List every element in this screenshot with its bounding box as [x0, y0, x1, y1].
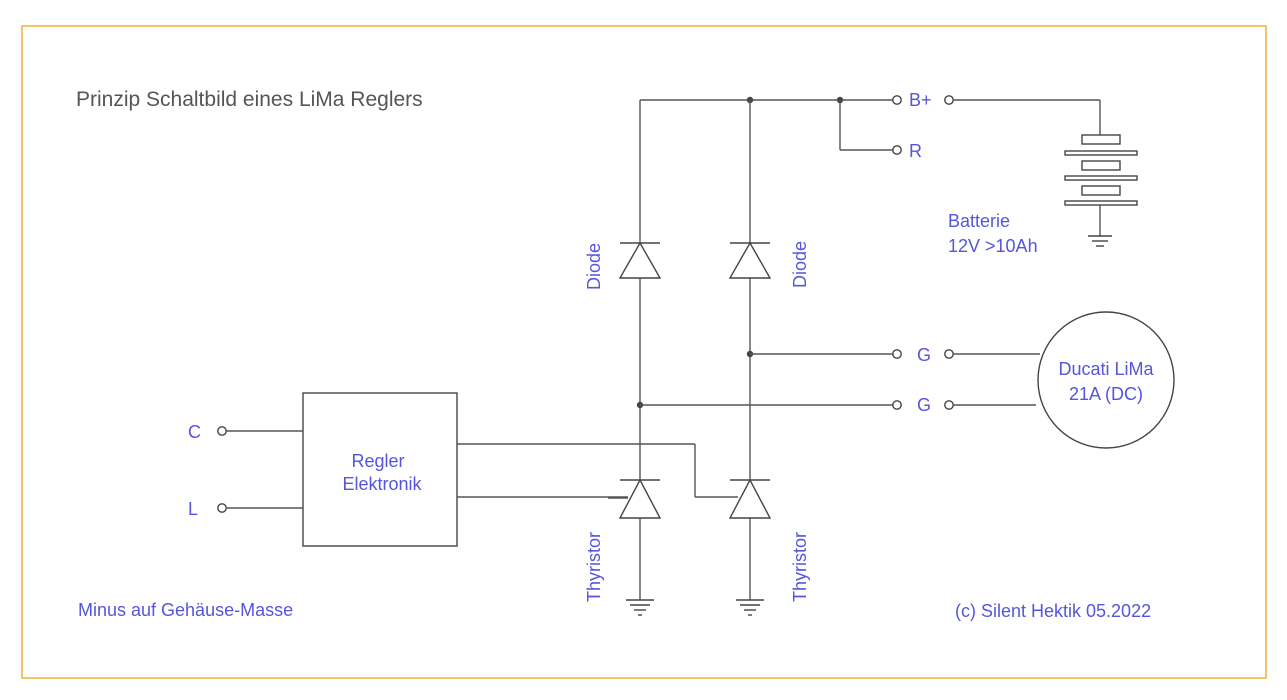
diode-left-label: Diode	[584, 243, 604, 290]
terminal-l-label: L	[188, 499, 198, 519]
ground-right	[736, 599, 764, 616]
generator-symbol	[1037, 311, 1175, 449]
terminal-g2-label: G	[917, 395, 931, 415]
diode-right-label: Diode	[790, 241, 810, 288]
gate-wires	[457, 443, 738, 498]
ground-note: Minus auf Gehäuse-Masse	[78, 600, 293, 620]
bridge-left-leg	[636, 100, 644, 600]
regulator-label-line1: Regler	[351, 451, 404, 471]
regulator-label-line2: Elektronik	[342, 474, 422, 494]
regulator-box	[302, 392, 458, 547]
frame-border	[21, 25, 1267, 679]
thyristor-left-symbol	[608, 478, 662, 519]
battery	[944, 95, 1138, 247]
terminal-r-label: R	[909, 141, 922, 161]
thyristor-left-label: Thyristor	[584, 532, 604, 602]
generator-label-line1: Ducati LiMa	[1058, 359, 1154, 379]
thyristor-right-label: Thyristor	[790, 532, 810, 602]
terminal-g1-label: G	[917, 345, 931, 365]
generator-label-line2: 21A (DC)	[1069, 384, 1143, 404]
control-inputs	[217, 426, 303, 513]
generator-lines	[640, 349, 1040, 410]
battery-label-line2: 12V >10Ah	[948, 236, 1038, 256]
terminal-b-plus-label: B+	[909, 90, 932, 110]
terminal-c-label: C	[188, 422, 201, 442]
diode-right-symbol	[728, 241, 772, 279]
thyristor-right-symbol	[728, 478, 772, 519]
battery-label-line1: Batterie	[948, 211, 1010, 231]
diode-left-symbol	[618, 241, 662, 279]
top-bus	[640, 95, 902, 155]
diagram-title: Prinzip Schaltbild eines LiMa Reglers	[76, 88, 423, 111]
ground-left	[626, 599, 654, 616]
copyright-note: (c) Silent Hektik 05.2022	[955, 601, 1151, 621]
bridge-right-leg	[746, 100, 754, 600]
